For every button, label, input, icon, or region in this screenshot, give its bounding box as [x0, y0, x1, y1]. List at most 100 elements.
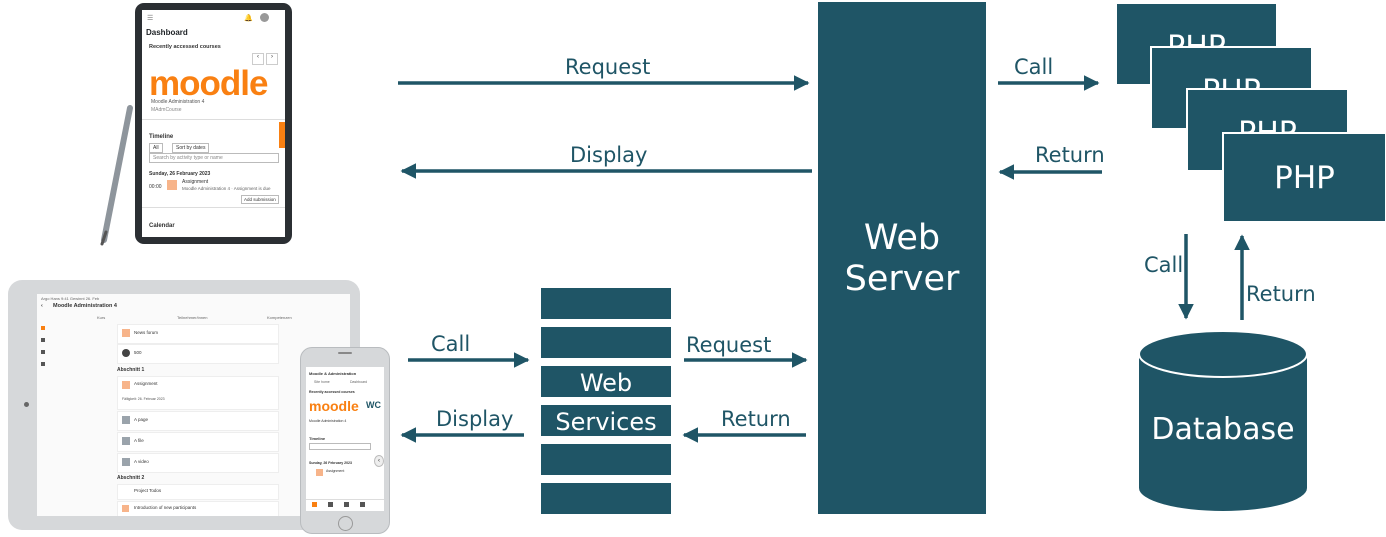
ipad-item-row[interactable]: Project Todos [117, 484, 279, 500]
call-db-label: Call [1144, 253, 1184, 277]
ipad-status-bar: Argo Hans 9:41 Gewinnt 26. Feb [41, 296, 100, 301]
web-services-bar [541, 483, 671, 514]
ipad-item-row[interactable]: A file [117, 432, 279, 452]
web-server-box: Web Server [818, 2, 986, 514]
ipad-tab-participants[interactable]: Teilnehmer/innen [177, 315, 208, 320]
phone-tab-home[interactable]: Site home [314, 380, 330, 384]
tablet-course-sub: MAdmCourse [151, 107, 182, 113]
ipad-item-row[interactable]: A video [117, 453, 279, 473]
web-services-label-2: Services [555, 408, 657, 436]
ipad-assignment-row[interactable]: Assignment Fälligkeit: 26. Februar 2023 [117, 376, 279, 410]
ipad-tab-course[interactable]: Kurs [97, 315, 106, 320]
assignment-icon [316, 469, 323, 476]
display-label-top: Display [570, 143, 648, 167]
php-label: PHP [1274, 160, 1335, 196]
timeline-filter-all[interactable]: All [149, 143, 163, 153]
phone-search-input[interactable] [309, 443, 371, 450]
ipad-intro-label: Introduction of new participants [134, 505, 197, 510]
call-php-label: Call [1014, 55, 1054, 79]
timeline-sort[interactable]: Sort by dates [172, 143, 210, 153]
tab-courses-icon[interactable] [328, 502, 333, 507]
tab-notifications-icon[interactable] [360, 502, 365, 507]
php-box: PHP [1222, 132, 1386, 223]
ipad-section-2: Abschnitt 2 [117, 475, 145, 481]
web-services-bar [541, 327, 671, 358]
drawer-toggle[interactable] [279, 122, 285, 148]
return-db-label: Return [1246, 282, 1316, 306]
sidebar-messages-icon[interactable] [41, 350, 45, 354]
home-button [24, 402, 29, 407]
assignment-icon [122, 381, 130, 389]
forum-icon [122, 505, 129, 512]
web-services-label-1: Web [579, 369, 633, 397]
tab-bar-divider [306, 499, 384, 500]
database-cylinder [1138, 330, 1308, 511]
tablet-course-name[interactable]: Moodle Administration 4 [151, 99, 205, 105]
web-services-bar [541, 444, 671, 475]
add-submission-button[interactable]: Add submission [241, 195, 279, 204]
phone-moodle-logo: moodle [309, 398, 359, 414]
tablet-calendar-title: Calendar [149, 223, 175, 229]
drawer-toggle[interactable]: ‹ [374, 455, 384, 467]
ipad-item-row[interactable]: 500 [117, 344, 279, 364]
return-php-label: Return [1035, 143, 1105, 167]
menu-icon[interactable]: ☰ [147, 15, 154, 22]
request-label-top: Request [565, 55, 651, 79]
back-icon[interactable]: ‹ [41, 303, 43, 309]
phone-event[interactable]: Assignment [326, 469, 345, 473]
tab-messages-icon[interactable] [344, 502, 349, 507]
iphone-device: Moodle & Administration Site home Dashbo… [300, 347, 390, 534]
phone-course[interactable]: Moodle Administration 4 [309, 419, 347, 423]
timeline-event[interactable]: Assignment [182, 179, 209, 185]
web-services-bar: Services [541, 405, 671, 436]
timeline-time: 00:00 [149, 184, 162, 190]
divider [142, 119, 285, 120]
ipad-section-1: Abschnitt 1 [117, 367, 145, 373]
android-tablet: ☰ 🔔 Dashboard Recently accessed courses … [135, 3, 292, 244]
ipad-screen: Argo Hans 9:41 Gewinnt 26. Feb ‹ Moodle … [37, 294, 350, 516]
ipad-item-row[interactable]: News forum [117, 324, 279, 344]
prev-button[interactable]: ‹ [252, 53, 264, 65]
divider [142, 207, 285, 208]
display-ws-label: Display [436, 407, 514, 431]
phone-title: Moodle & Administration [309, 371, 357, 376]
web-services-bar: Web [541, 366, 671, 397]
phone-date: Sunday, 26 February 2023 [309, 461, 352, 465]
tablet-screen: ☰ 🔔 Dashboard Recently accessed courses … [142, 10, 285, 237]
notification-icon[interactable]: 🔔 [244, 15, 253, 22]
database-label: Database [1151, 412, 1295, 447]
phone-timeline: Timeline [309, 436, 326, 441]
timeline-event-sub: Moodle Administration 4 · Assignment is … [182, 186, 271, 191]
assignment-icon [167, 180, 177, 190]
request-ws-label: Request [686, 333, 772, 357]
ipad-assignment-title: Assignment [134, 381, 158, 386]
iphone-screen: Moodle & Administration Site home Dashbo… [306, 367, 384, 511]
ipad-item-row[interactable]: Introduction of new participants [117, 501, 279, 516]
ipad-item-row[interactable]: A page [117, 411, 279, 431]
timeline-search-input[interactable]: Search by activity type or name [149, 153, 279, 163]
speaker [338, 352, 352, 354]
tab-home-icon[interactable] [312, 502, 317, 507]
file-icon [122, 437, 130, 445]
ipad-link-label: A file [134, 438, 144, 443]
sidebar-notifications-icon[interactable] [41, 362, 45, 366]
video-icon [122, 458, 130, 466]
call-ws-label: Call [431, 332, 471, 356]
web-services-bar [541, 288, 671, 319]
ipad-item-label: News forum [134, 330, 159, 335]
ipad-item-label: 500 [134, 350, 142, 355]
timeline-date: Sunday, 26 February 2023 [149, 171, 211, 177]
next-button[interactable]: › [266, 53, 278, 65]
sidebar-courses-icon[interactable] [41, 338, 45, 342]
moodle-logo: moodle [149, 64, 268, 103]
return-ws-label: Return [721, 407, 791, 431]
avatar[interactable] [260, 13, 269, 22]
web-server-label-2: Server [844, 259, 960, 299]
phone-tab-dashboard[interactable]: Dashboard [350, 380, 368, 384]
web-server-label-1: Web [863, 218, 941, 258]
ipad-tab-competencies[interactable]: Kompetenzen [267, 315, 292, 320]
ipad-assignment-due: Fälligkeit: 26. Februar 2023 [122, 397, 165, 401]
tablet-timeline-title: Timeline [149, 134, 174, 140]
sidebar-home-icon[interactable] [41, 326, 45, 330]
